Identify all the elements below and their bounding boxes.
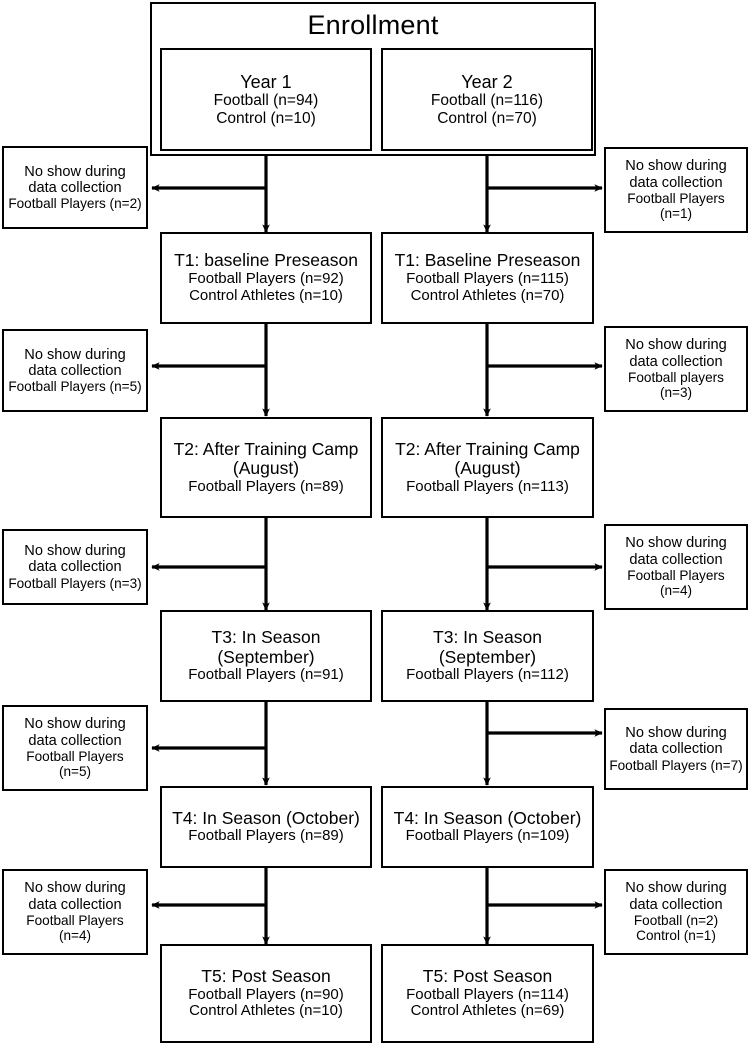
year-2-football: Football (n=116) (430, 92, 544, 110)
stage-t2-left-subtitle: (August) (232, 458, 300, 479)
exclusion-left-1-line-2: data collection (28, 179, 122, 196)
stage-t5-left-title: T5: Post Season (201, 965, 331, 986)
stage-t4-left-line-1: Football Players (n=89) (188, 827, 344, 845)
stage-t5-right-line-1: Football Players (n=114) (406, 985, 569, 1003)
exclusion-left-3-line-3: Football Players (n=3) (8, 575, 142, 591)
exclusion-left-3-box[interactable]: No show during data collection Football … (2, 529, 148, 605)
stage-t5-right-title: T5: Post Season (422, 965, 553, 986)
exclusion-right-5-line-2: data collection (629, 896, 723, 913)
stage-t3-left-title: T3: In Season (211, 627, 321, 647)
stage-t4-left-title: T4: In Season (October) (172, 807, 360, 828)
stage-t2-left-line-1: Football Players (n=89) (188, 477, 344, 495)
stage-t3-left-box[interactable]: T3: In Season (September) Football Playe… (160, 610, 372, 702)
enrollment-year-2-box[interactable]: Year 2 Football (n=116) Control (n=70) (381, 48, 593, 151)
stage-t1-left-title: T1: baseline Preseason (174, 250, 358, 271)
stage-t5-left-line-1: Football Players (n=90) (188, 985, 344, 1003)
year-1-control: Control (n=10) (216, 109, 316, 127)
exclusion-right-4-line-2: data collection (629, 741, 723, 758)
exclusion-left-4-line-3: Football Players (26, 749, 124, 765)
exclusion-right-2-line-3: Football players (628, 370, 724, 386)
year-2-control: Control (n=70) (437, 109, 537, 127)
year-2-title: Year 2 (461, 72, 513, 93)
exclusion-left-1-box[interactable]: No show during data collection Football … (2, 146, 148, 229)
exclusion-right-3-line-3: Football Players (627, 568, 725, 584)
exclusion-right-5-line-1: No show during (625, 880, 727, 897)
stage-t3-left-subtitle: (September) (217, 646, 315, 667)
exclusion-right-3-box[interactable]: No show during data collection Football … (604, 524, 748, 610)
exclusion-right-1-line-3: Football Players (627, 191, 725, 207)
exclusion-right-1-line-2: data collection (629, 174, 723, 191)
stage-t2-right-subtitle: (August) (454, 458, 521, 479)
year-1-football: Football (n=94) (213, 92, 319, 110)
exclusion-right-5-box[interactable]: No show during data collection Football … (604, 869, 748, 955)
stage-t5-right-box[interactable]: T5: Post Season Football Players (n=114)… (381, 944, 594, 1043)
stage-t1-right-line-2: Control Athletes (n=70) (410, 286, 565, 304)
stage-t5-left-line-2: Control Athletes (n=10) (189, 1002, 343, 1020)
stage-t3-right-subtitle: (September) (438, 646, 537, 667)
exclusion-right-1-box[interactable]: No show during data collection Football … (604, 147, 748, 233)
page-title: Enrollment (307, 10, 439, 40)
exclusion-left-2-line-1: No show during (24, 346, 126, 363)
exclusion-right-2-box[interactable]: No show during data collection Football … (604, 326, 748, 412)
stage-t2-left-box[interactable]: T2: After Training Camp (August) Footbal… (160, 417, 372, 518)
exclusion-right-2-line-1: No show during (625, 337, 727, 354)
stage-t2-right-line-1: Football Players (n=113) (406, 477, 569, 495)
exclusion-left-5-line-2: data collection (28, 896, 122, 913)
stage-t1-right-title: T1: Baseline Preseason (394, 250, 581, 271)
stage-t5-left-box[interactable]: T5: Post Season Football Players (n=90) … (160, 944, 372, 1043)
exclusion-right-3-line-4: (n=4) (659, 583, 693, 599)
exclusion-right-4-line-1: No show during (625, 725, 727, 742)
stage-t1-right-line-1: Football Players (n=115) (406, 270, 569, 287)
enrollment-year-1-box[interactable]: Year 1 Football (n=94) Control (n=10) (160, 48, 372, 151)
stage-t3-left-line-1: Football Players (n=91) (188, 666, 344, 684)
exclusion-left-4-line-1: No show during (24, 716, 126, 733)
stage-t2-right-title: T2: After Training Camp (395, 438, 580, 459)
exclusion-left-5-line-4: (n=4) (58, 928, 92, 944)
exclusion-left-4-box[interactable]: No show during data collection Football … (2, 705, 148, 791)
stage-t5-right-line-2: Control Athletes (n=69) (410, 1002, 565, 1020)
exclusion-left-4-line-2: data collection (28, 732, 122, 749)
stage-t1-left-line-1: Football Players (n=92) (188, 270, 344, 287)
exclusion-right-2-line-4: (n=3) (659, 385, 693, 401)
stage-t4-left-box[interactable]: T4: In Season (October) Football Players… (160, 786, 372, 868)
year-1-title: Year 1 (240, 72, 292, 93)
stage-t1-right-box[interactable]: T1: Baseline Preseason Football Players … (381, 232, 594, 324)
exclusion-left-2-box[interactable]: No show during data collection Football … (2, 329, 148, 412)
stage-t2-left-title: T2: After Training Camp (173, 438, 359, 459)
exclusion-left-3-line-2: data collection (28, 559, 122, 576)
exclusion-left-3-line-1: No show during (24, 543, 126, 560)
exclusion-right-3-line-1: No show during (625, 535, 727, 552)
stage-t3-right-title: T3: In Season (433, 627, 542, 647)
exclusion-left-1-line-1: No show during (24, 163, 126, 180)
exclusion-right-5-line-4: Control (n=1) (636, 928, 716, 944)
exclusion-left-1-line-3: Football Players (n=2) (8, 196, 142, 212)
exclusion-right-5-line-3: Football (n=2) (633, 913, 719, 929)
exclusion-left-4-line-4: (n=5) (58, 764, 92, 780)
exclusion-right-4-box[interactable]: No show during data collection Football … (604, 708, 748, 790)
exclusion-left-5-line-1: No show during (24, 880, 126, 897)
stage-t4-right-title: T4: In Season (October) (393, 807, 582, 828)
stage-t3-right-line-1: Football Players (n=112) (406, 666, 569, 684)
stage-t2-right-box[interactable]: T2: After Training Camp (August) Footbal… (381, 417, 594, 518)
exclusion-right-4-line-3: Football Players (n=7) (609, 757, 743, 773)
exclusion-right-1-line-1: No show during (625, 158, 727, 175)
stage-t4-right-line-1: Football Players (n=109) (405, 827, 570, 845)
exclusion-left-2-line-2: data collection (28, 362, 122, 379)
stage-t3-right-box[interactable]: T3: In Season (September) Football Playe… (381, 610, 594, 702)
exclusion-right-3-line-2: data collection (629, 551, 723, 568)
exclusion-left-5-line-3: Football Players (26, 913, 124, 929)
stage-t1-left-box[interactable]: T1: baseline Preseason Football Players … (160, 232, 372, 324)
stage-t4-right-box[interactable]: T4: In Season (October) Football Players… (381, 786, 594, 868)
exclusion-left-2-line-3: Football Players (n=5) (8, 379, 142, 395)
exclusion-right-2-line-2: data collection (629, 353, 723, 370)
exclusion-left-5-box[interactable]: No show during data collection Football … (2, 869, 148, 955)
exclusion-right-1-line-4: (n=1) (659, 206, 693, 222)
stage-t1-left-line-2: Control Athletes (n=10) (189, 286, 343, 304)
